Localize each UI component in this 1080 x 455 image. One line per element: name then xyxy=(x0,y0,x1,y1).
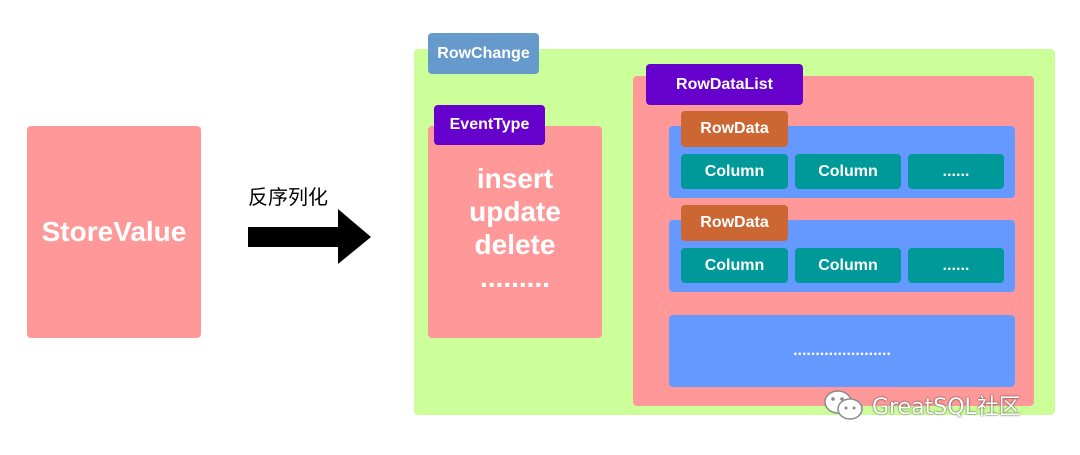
column-cell: Column xyxy=(681,248,788,283)
event-delete: delete xyxy=(474,229,556,260)
column-cell: Column xyxy=(681,154,788,189)
column-more-cell: ...... xyxy=(908,154,1004,189)
event-insert: insert xyxy=(476,163,554,194)
store-value-label: StoreValue xyxy=(41,216,187,247)
right-arrow-icon xyxy=(248,209,371,264)
row-data-tag: RowData xyxy=(681,111,788,147)
row-change-tag: RowChange xyxy=(428,33,539,74)
event-more: ......... xyxy=(479,262,550,293)
wechat-icon xyxy=(824,390,863,420)
watermark-text: GreatSQL社区 xyxy=(872,395,1021,420)
event-update: update xyxy=(469,196,561,227)
deserialize-label: 反序列化 xyxy=(248,185,328,209)
column-cell: Column xyxy=(795,154,901,189)
event-type-box xyxy=(428,126,602,338)
row-data-list-tag: RowDataList xyxy=(646,64,803,105)
event-type-values: insert update delete ......... xyxy=(428,162,602,294)
row-data-more-box: ...................... xyxy=(669,315,1015,387)
store-value-box: StoreValue xyxy=(27,126,201,338)
column-cell: Column xyxy=(795,248,901,283)
event-type-tag: EventType xyxy=(434,105,545,145)
row-data-tag: RowData xyxy=(681,205,788,241)
column-more-cell: ...... xyxy=(908,248,1004,283)
watermark: GreatSQL社区 xyxy=(822,388,1021,422)
row-data-more-label: ...................... xyxy=(793,342,891,359)
